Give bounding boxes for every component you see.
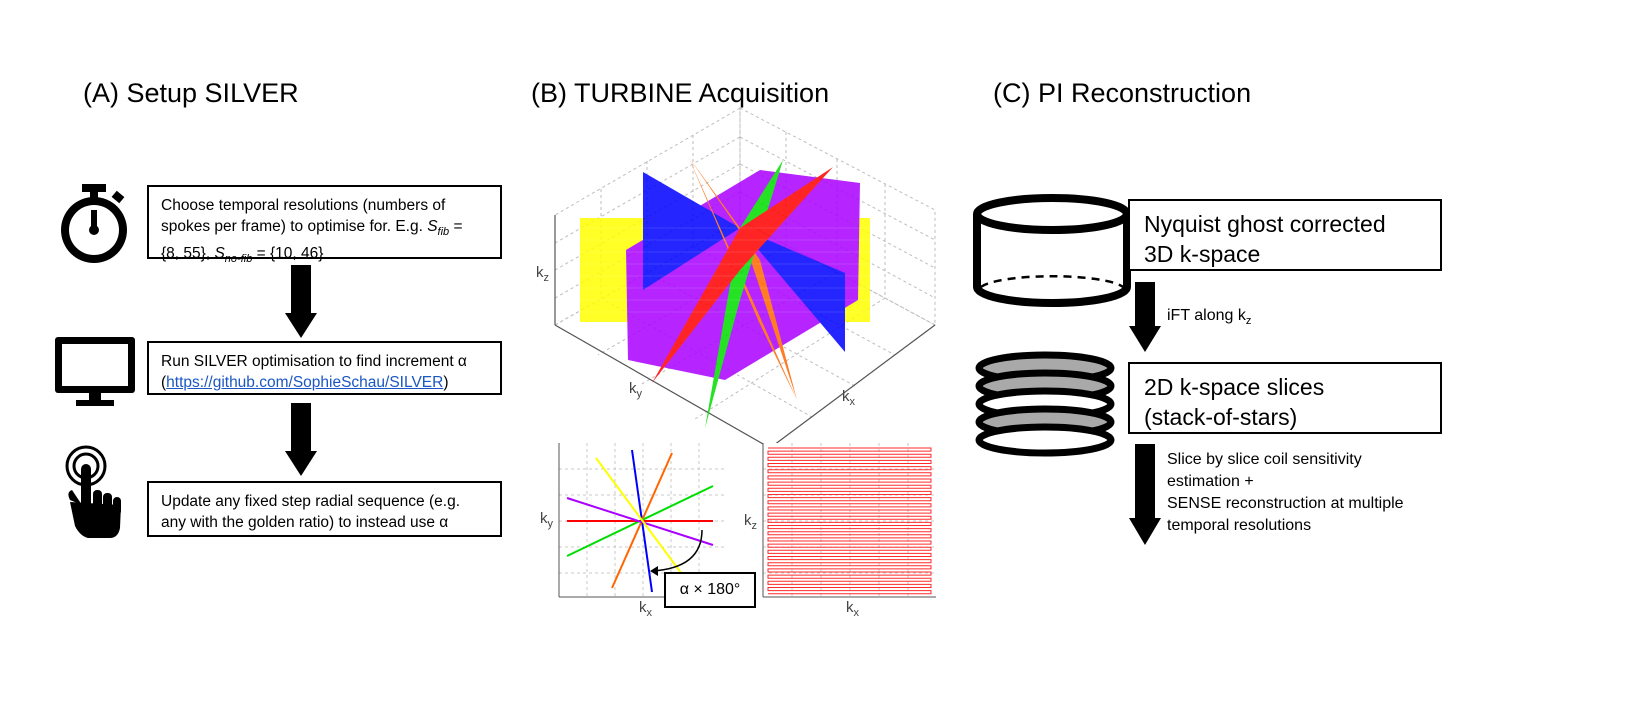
sense-step-line1: Slice by slice coil sensitivity xyxy=(1167,451,1362,468)
setup-step1-box: Choose temporal resolutions (numbers of … xyxy=(147,185,502,265)
kspace-2d-line2: (stack-of-stars) xyxy=(1144,404,1298,430)
stopwatch-icon xyxy=(61,184,127,263)
axis-label-ky-2d: ky xyxy=(540,510,553,530)
axis-label-kx-2d: kx xyxy=(639,599,652,619)
kspace-3d-line1: Nyquist ghost corrected xyxy=(1144,211,1386,237)
kspace-2d-box: 2D k-space slices (stack-of-stars) xyxy=(1128,362,1442,434)
stacked-discs-icon xyxy=(975,351,1115,457)
s-nofib-symbol: S xyxy=(214,245,225,263)
s-fib-symbol: S xyxy=(427,218,438,235)
kz-stack-plot xyxy=(762,443,936,598)
setup-step1-eq: = xyxy=(449,218,463,235)
sense-step-line2: estimation + xyxy=(1167,473,1254,490)
angle-increment-label: α × 180° xyxy=(664,572,756,608)
arrow-c2 xyxy=(1129,444,1161,545)
sense-step-line3: SENSE reconstruction at multiple xyxy=(1167,495,1404,512)
axis-label-ky-3d: ky xyxy=(629,380,642,400)
kz-readout-trajectory xyxy=(767,447,932,595)
setup-step1-line2: spokes per frame) to optimise for. E.g. xyxy=(161,218,428,235)
kspace-2d-line1: 2D k-space slices xyxy=(1144,374,1325,400)
fib-subscript: fib xyxy=(437,226,450,239)
setup-step3-line1: Update any fixed step radial sequence (e… xyxy=(161,493,460,510)
touch-hand-icon xyxy=(65,445,121,538)
setup-step2-box: Run SILVER optimisation to find incremen… xyxy=(147,341,502,395)
axis-label-kx-3d: kx xyxy=(842,388,855,408)
kspace-3d-line2: 3D k-space xyxy=(1144,241,1261,267)
axis-label-kx-stack: kx xyxy=(846,599,859,619)
setup-step1-line1: Choose temporal resolutions (numbers of xyxy=(161,197,446,214)
arrow-c1 xyxy=(1129,282,1161,352)
setup-step1-line3: {8, 55}, xyxy=(161,245,215,263)
nofib-subscript: no-fib xyxy=(224,253,253,266)
kspace-3d-box: Nyquist ghost corrected 3D k-space xyxy=(1128,199,1442,271)
sense-step-line4: temporal resolutions xyxy=(1167,517,1312,534)
paren-close: ) xyxy=(443,374,449,391)
panel-b-title: (B) TURBINE Acquisition xyxy=(531,78,830,108)
axis-label-kz-3d: kz xyxy=(536,264,549,284)
axis-label-kz-2d: kz xyxy=(744,512,757,532)
setup-step1-nofib-values: = {10, 46} xyxy=(252,245,324,263)
setup-step3-line2: any with the golden ratio) to instead us… xyxy=(161,514,449,531)
silver-github-link[interactable]: https://github.com/SophieSchau/SILVER xyxy=(166,374,444,391)
radial-2d-plot xyxy=(558,443,726,598)
arrow-a2 xyxy=(285,403,317,476)
spoke-plane-blue xyxy=(643,172,845,352)
ift-step-label: iFT along kz xyxy=(1167,307,1252,328)
cylinder-icon xyxy=(973,194,1131,307)
monitor-icon xyxy=(55,337,135,406)
panel-c-title: (C) PI Reconstruction xyxy=(993,78,1252,108)
panel-a-title: (A) Setup SILVER xyxy=(83,78,299,108)
setup-step3-box: Update any fixed step radial sequence (e… xyxy=(147,481,502,537)
sense-step-label: Slice by slice coil sensitivity estimati… xyxy=(1167,449,1404,537)
paren-open: ( xyxy=(161,374,167,391)
arrow-a1 xyxy=(285,265,317,338)
setup-step2-line1: Run SILVER optimisation to find incremen… xyxy=(161,353,467,370)
